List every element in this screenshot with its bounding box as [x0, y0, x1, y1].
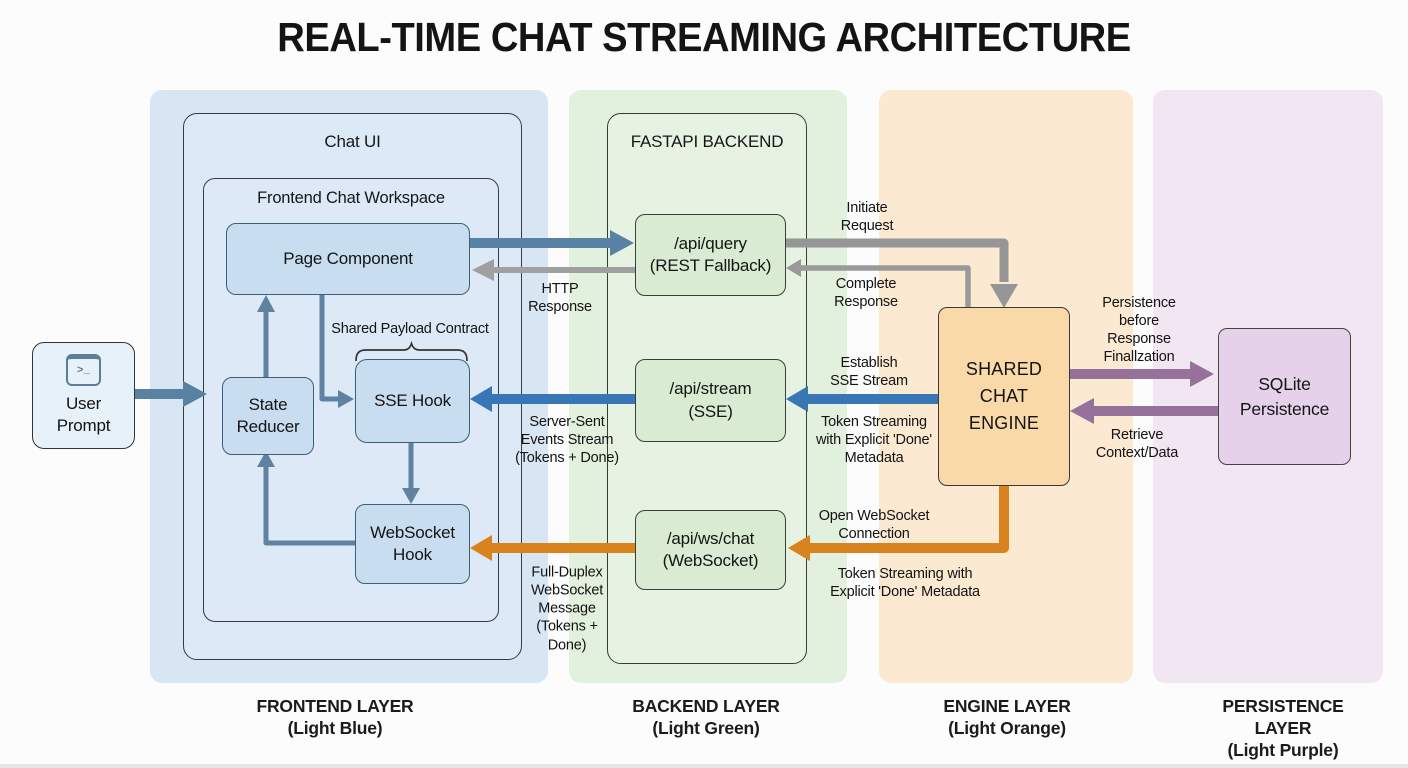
terminal-icon: >_	[66, 353, 101, 386]
label-token-streaming-ws: Token Streaming with Explicit 'Done' Met…	[830, 565, 980, 600]
label-full-duplex: Full-Duplex WebSocket Message (Tokens + …	[530, 564, 604, 654]
api-query-node: /api/query (REST Fallback)	[635, 214, 786, 296]
label-complete-response: Complete Response	[834, 275, 898, 310]
label-server-sent-events: Server-Sent Events Stream (Tokens + Done…	[515, 413, 619, 467]
page-component-node: Page Component	[226, 223, 470, 295]
backend-layer-footer: BACKEND LAYER (Light Green)	[632, 696, 780, 739]
persistence-layer-footer: PERSISTENCE LAYER (Light Purple)	[1222, 696, 1344, 761]
fastapi-backend-label: FASTAPI BACKEND	[630, 132, 784, 151]
api-stream-node: /api/stream (SSE)	[635, 359, 786, 442]
label-http-response: HTTP Response	[528, 280, 592, 315]
sqlite-persistence-node: SQLite Persistence	[1218, 328, 1351, 465]
state-reducer-node: State Reducer	[222, 377, 314, 455]
label-open-websocket: Open WebSocket Connection	[818, 507, 930, 542]
engine-layer-footer: ENGINE LAYER (Light Orange)	[943, 696, 1071, 739]
bottom-divider	[0, 764, 1408, 768]
diagram-title: REAL-TIME CHAT STREAMING ARCHITECTURE	[277, 14, 1131, 60]
chat-ui-label: Chat UI	[324, 132, 381, 151]
user-prompt-label: User Prompt	[56, 393, 111, 435]
frontend-layer-footer: FRONTEND LAYER (Light Blue)	[256, 696, 414, 739]
label-retrieve-context: Retrieve Context/Data	[1095, 426, 1179, 461]
websocket-hook-node: WebSocket Hook	[355, 504, 470, 584]
api-ws-chat-node: /api/ws/chat (WebSocket)	[635, 510, 786, 590]
user-prompt-node: >_ User Prompt	[32, 342, 135, 449]
shared-chat-engine-node: SHARED CHAT ENGINE	[938, 307, 1070, 486]
sse-hook-node: SSE Hook	[355, 359, 470, 443]
label-token-streaming-sse: Token Streaming with Explicit 'Done' Met…	[816, 413, 932, 467]
label-establish-sse-stream: Establish SSE Stream	[830, 354, 908, 389]
label-persistence-before: Persistence before Response Finallzation	[1102, 294, 1176, 366]
label-shared-payload-contract: Shared Payload Contract	[331, 320, 489, 337]
label-initiate-request: Initiate Request	[840, 199, 894, 234]
workspace-label: Frontend Chat Workspace	[257, 189, 445, 207]
